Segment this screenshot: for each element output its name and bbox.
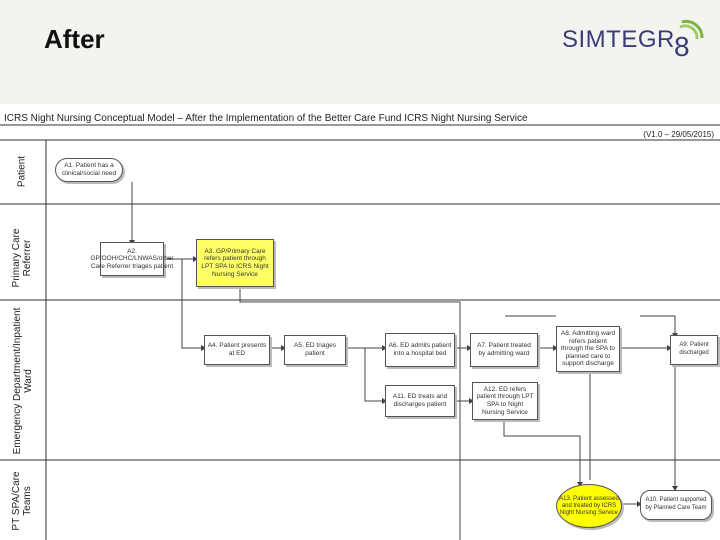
logo-mark-text: 8 xyxy=(674,31,690,62)
box-a5-ed-triages: A5. ED triages patient xyxy=(284,335,346,365)
simtegr8-logo: SIMTEGR 8 xyxy=(562,18,704,64)
box-a11-ed-treats-discharges: A11. ED treats and discharges patient xyxy=(385,385,455,417)
box-a4-presents-ed: A4. Patient presents at ED xyxy=(204,335,270,365)
slide-title: After xyxy=(44,24,105,54)
box-a13-night-nursing: A13. Patient assessed and treated by ICR… xyxy=(556,484,622,528)
diagram-version: (V1.0 – 29/05/2015) xyxy=(643,130,714,139)
flow-diagram: ICRS Night Nursing Conceptual Model – Af… xyxy=(0,104,720,540)
lane-label-spa: PT SPA/Care Teams xyxy=(11,471,33,531)
logo-mark-icon: 8 xyxy=(674,20,704,62)
logo-text: SIMTEGR xyxy=(562,26,675,53)
lane-label-patient: Patient xyxy=(16,155,28,188)
box-a9-discharged: A9. Patient discharged xyxy=(670,335,718,365)
lane-label-primary-care: Primary Care Referrer xyxy=(11,228,33,288)
box-a1-patient-need: A1. Patient has a clinical/social need xyxy=(55,158,123,182)
box-a8-ward-refers: A8. Admitting ward refers patient throug… xyxy=(556,326,620,372)
diagram-lines xyxy=(0,124,720,540)
box-a3-primary-care-refers: A3. GP/Primary Care refers patient throu… xyxy=(196,239,274,287)
box-a2-referrer-triage: A2. GP/OOH/CHC/LNWAS/other Care Referrer… xyxy=(90,242,174,276)
box-a10-planned-care: A10. Patient supported by Planned Care T… xyxy=(640,490,712,520)
slide-header: After SIMTEGR 8 xyxy=(0,0,720,104)
diagram-title: ICRS Night Nursing Conceptual Model – Af… xyxy=(4,113,528,124)
box-a12-ed-refers-spa: A12. ED refers patient through LPT SPA t… xyxy=(472,382,538,420)
lane-label-emergency: Emergency Department/Inpatient Ward xyxy=(12,307,34,455)
box-a6-ed-admits: A6. ED admits patient into a hospital be… xyxy=(385,333,455,367)
box-a7-ward-treats: A7. Patient treated by admitting ward xyxy=(470,333,538,367)
